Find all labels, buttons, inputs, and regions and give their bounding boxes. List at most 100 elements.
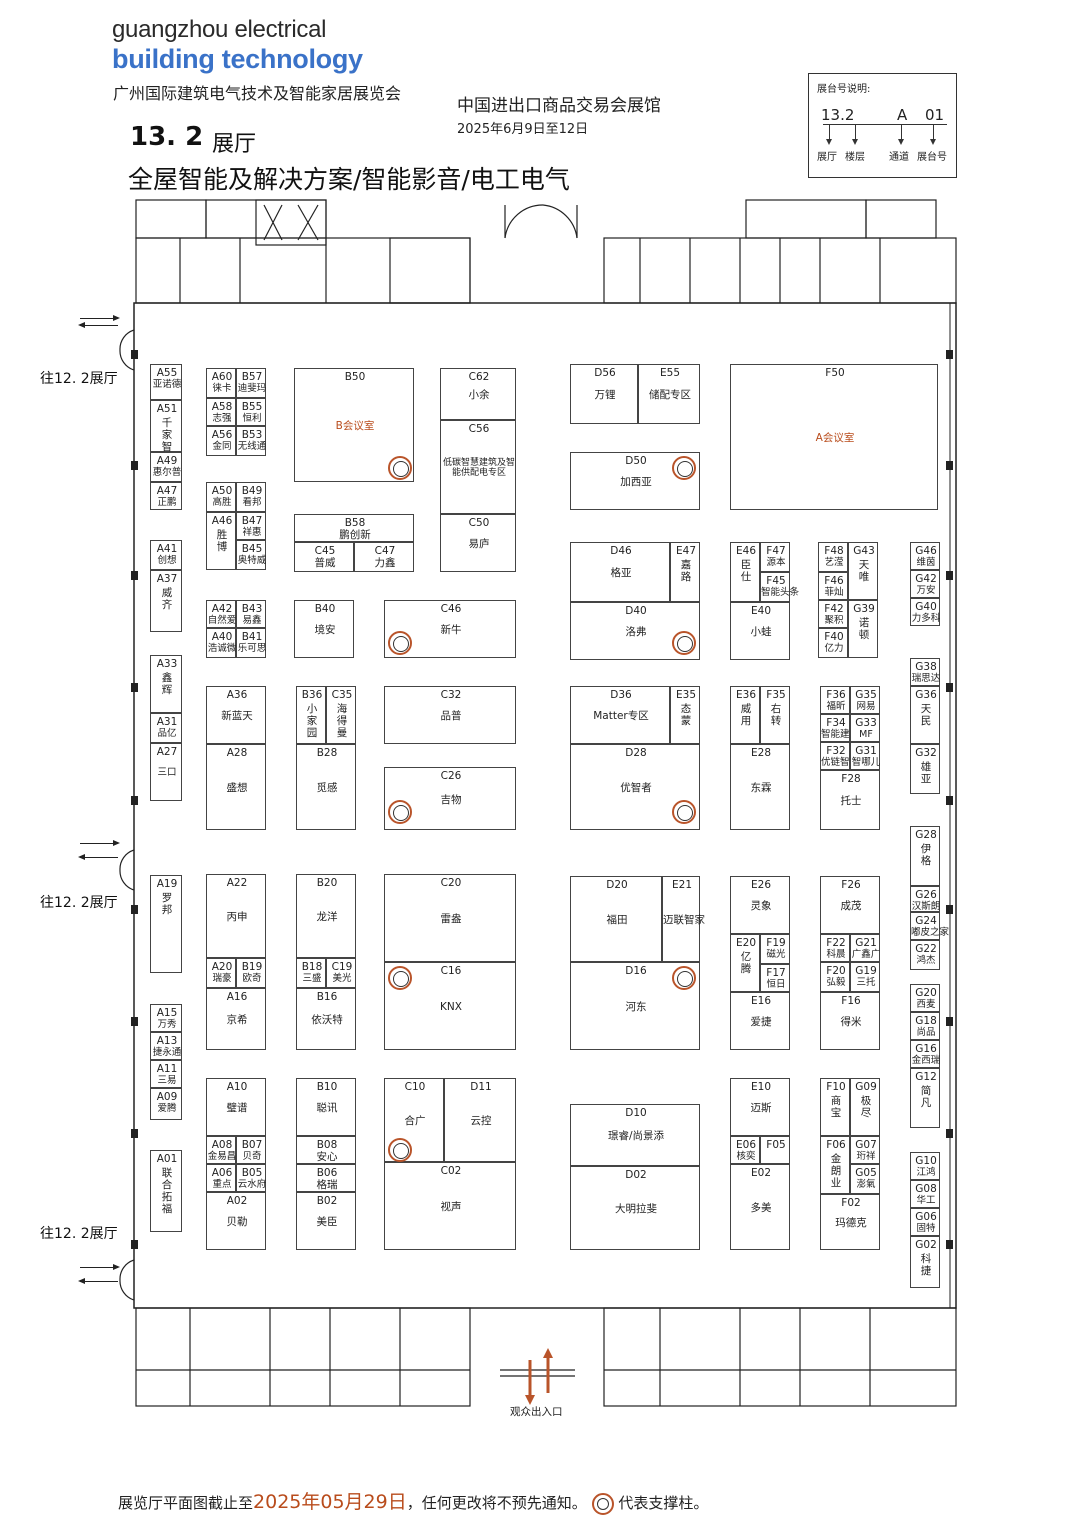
booth-f05[interactable]: F05 (760, 1136, 790, 1164)
booth-a51[interactable]: A51千家智客 (150, 400, 182, 465)
